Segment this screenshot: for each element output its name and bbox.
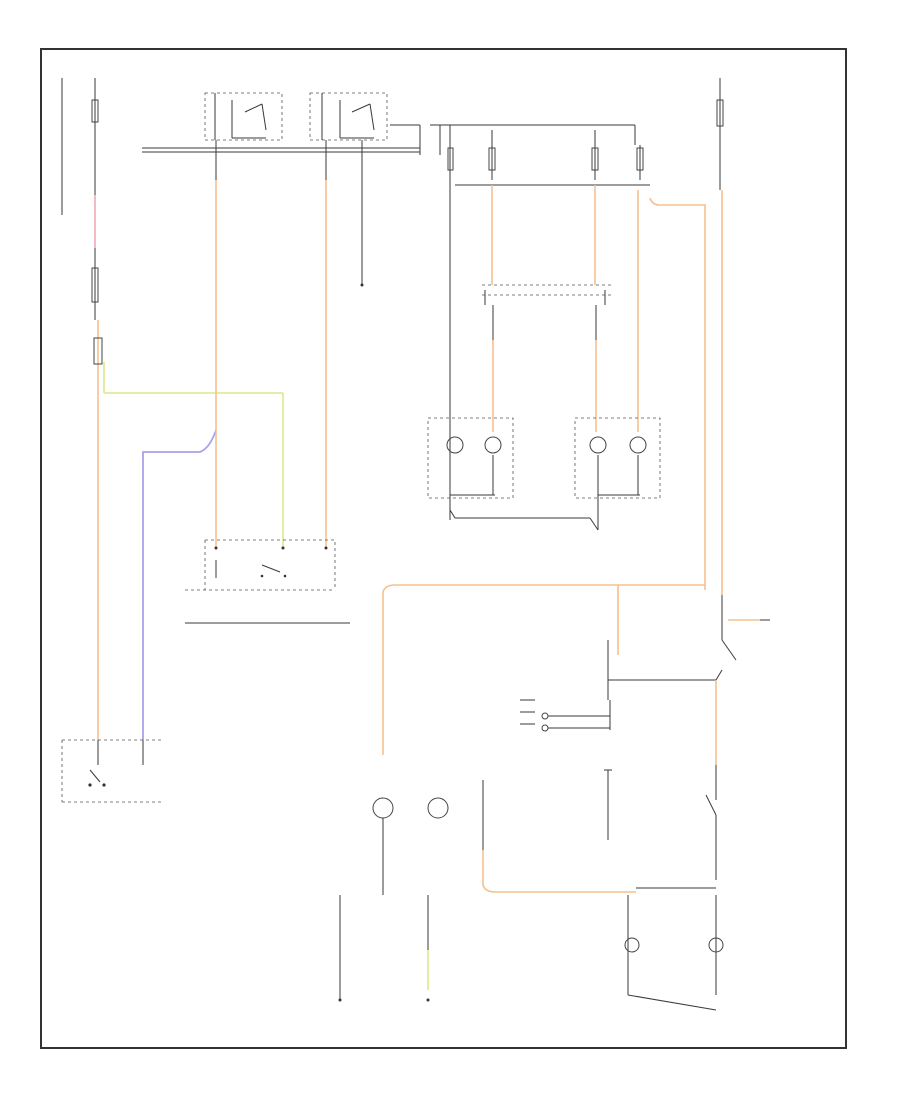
headlamp-switch bbox=[61, 739, 162, 803]
turn-flasher bbox=[309, 92, 388, 141]
left-rear-lamp bbox=[427, 417, 514, 499]
left-fuse-circuit bbox=[61, 78, 284, 740]
rear-lamp-pair bbox=[624, 895, 724, 1011]
lighting-control-module bbox=[482, 284, 612, 432]
diagram-frame bbox=[40, 48, 847, 1049]
brake-switch bbox=[607, 612, 770, 880]
turn-signal-switch bbox=[185, 539, 350, 624]
indicator-bulbs bbox=[372, 797, 449, 895]
hazard-flasher bbox=[204, 92, 283, 141]
right-rear-lamp bbox=[574, 417, 661, 499]
instrument-cluster bbox=[482, 699, 612, 850]
ground-points bbox=[338, 895, 430, 1002]
